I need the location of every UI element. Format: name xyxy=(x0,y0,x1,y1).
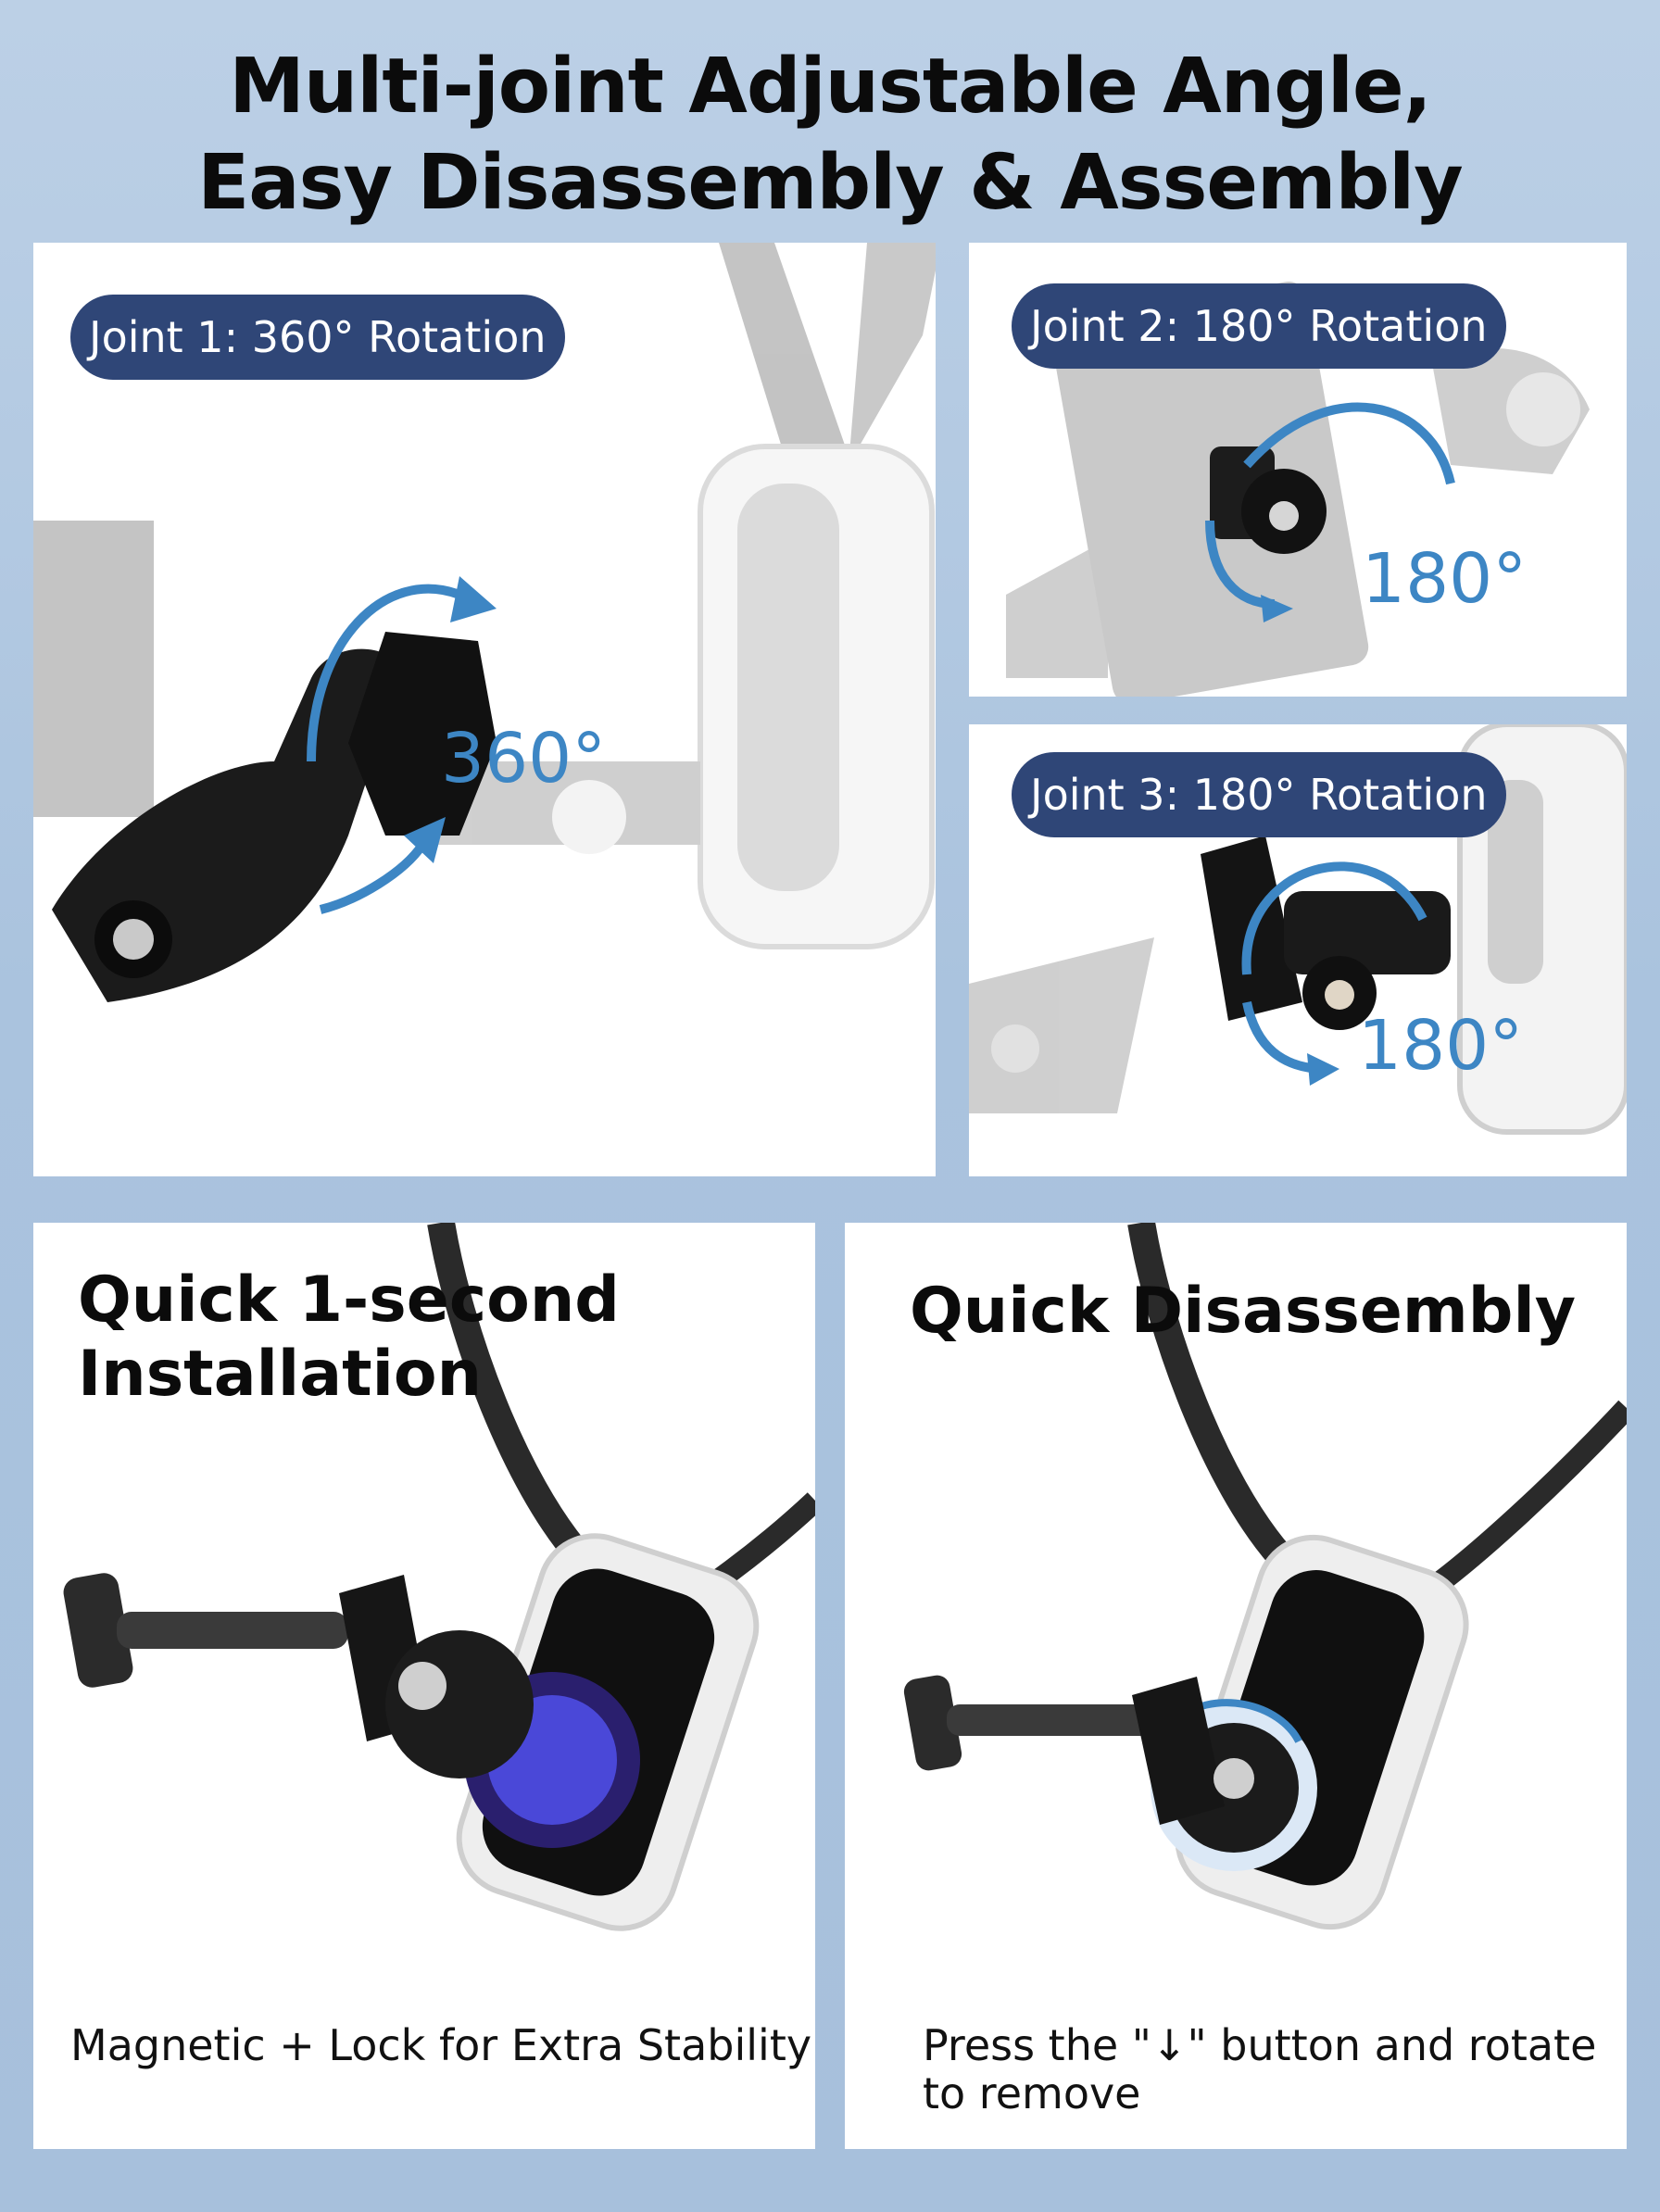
disassembly-caption-line-2: to remove xyxy=(923,2068,1141,2118)
joint-1-angle-label: 360° xyxy=(441,719,607,798)
installation-illustration xyxy=(63,1223,815,1931)
disassembly-illustration xyxy=(903,1223,1627,1930)
joint-3-angle-label: 180° xyxy=(1358,1006,1524,1086)
installation-panel: Quick 1-second Installation Magnetic + L… xyxy=(33,1223,815,2149)
joint-2-badge: Joint 2: 180° Rotation xyxy=(1012,283,1506,369)
title-line-2: Easy Disassembly & Assembly xyxy=(197,139,1463,227)
joint-3-illustration xyxy=(969,724,1627,1135)
title-line-1: Multi-joint Adjustable Angle, xyxy=(229,43,1431,131)
installation-heading-line-1: Quick 1-second xyxy=(78,1263,620,1337)
joint-1-illustration xyxy=(33,243,936,1002)
disassembly-heading: Quick Disassembly xyxy=(910,1275,1577,1348)
page-title: Multi-joint Adjustable Angle, Easy Disas… xyxy=(0,39,1660,232)
joint-3-badge: Joint 3: 180° Rotation xyxy=(1012,752,1506,837)
joint-2-illustration xyxy=(1006,282,1590,697)
joint-3-panel: Joint 3: 180° Rotation 180° xyxy=(969,724,1627,1176)
joint-2-angle-label: 180° xyxy=(1362,539,1528,619)
disassembly-caption-line-1: Press the "↓" button and rotate xyxy=(923,2020,1597,2070)
joint-1-badge: Joint 1: 360° Rotation xyxy=(70,295,565,380)
installation-heading-line-2: Installation xyxy=(78,1338,483,1411)
installation-caption: Magnetic + Lock for Extra Stability xyxy=(70,2020,812,2070)
disassembly-panel: Quick Disassembly Press the "↓" button a… xyxy=(845,1223,1627,2149)
joint-1-panel: Joint 1: 360° Rotation 360° xyxy=(33,243,936,1176)
joint-2-panel: Joint 2: 180° Rotation 180° xyxy=(969,243,1627,697)
